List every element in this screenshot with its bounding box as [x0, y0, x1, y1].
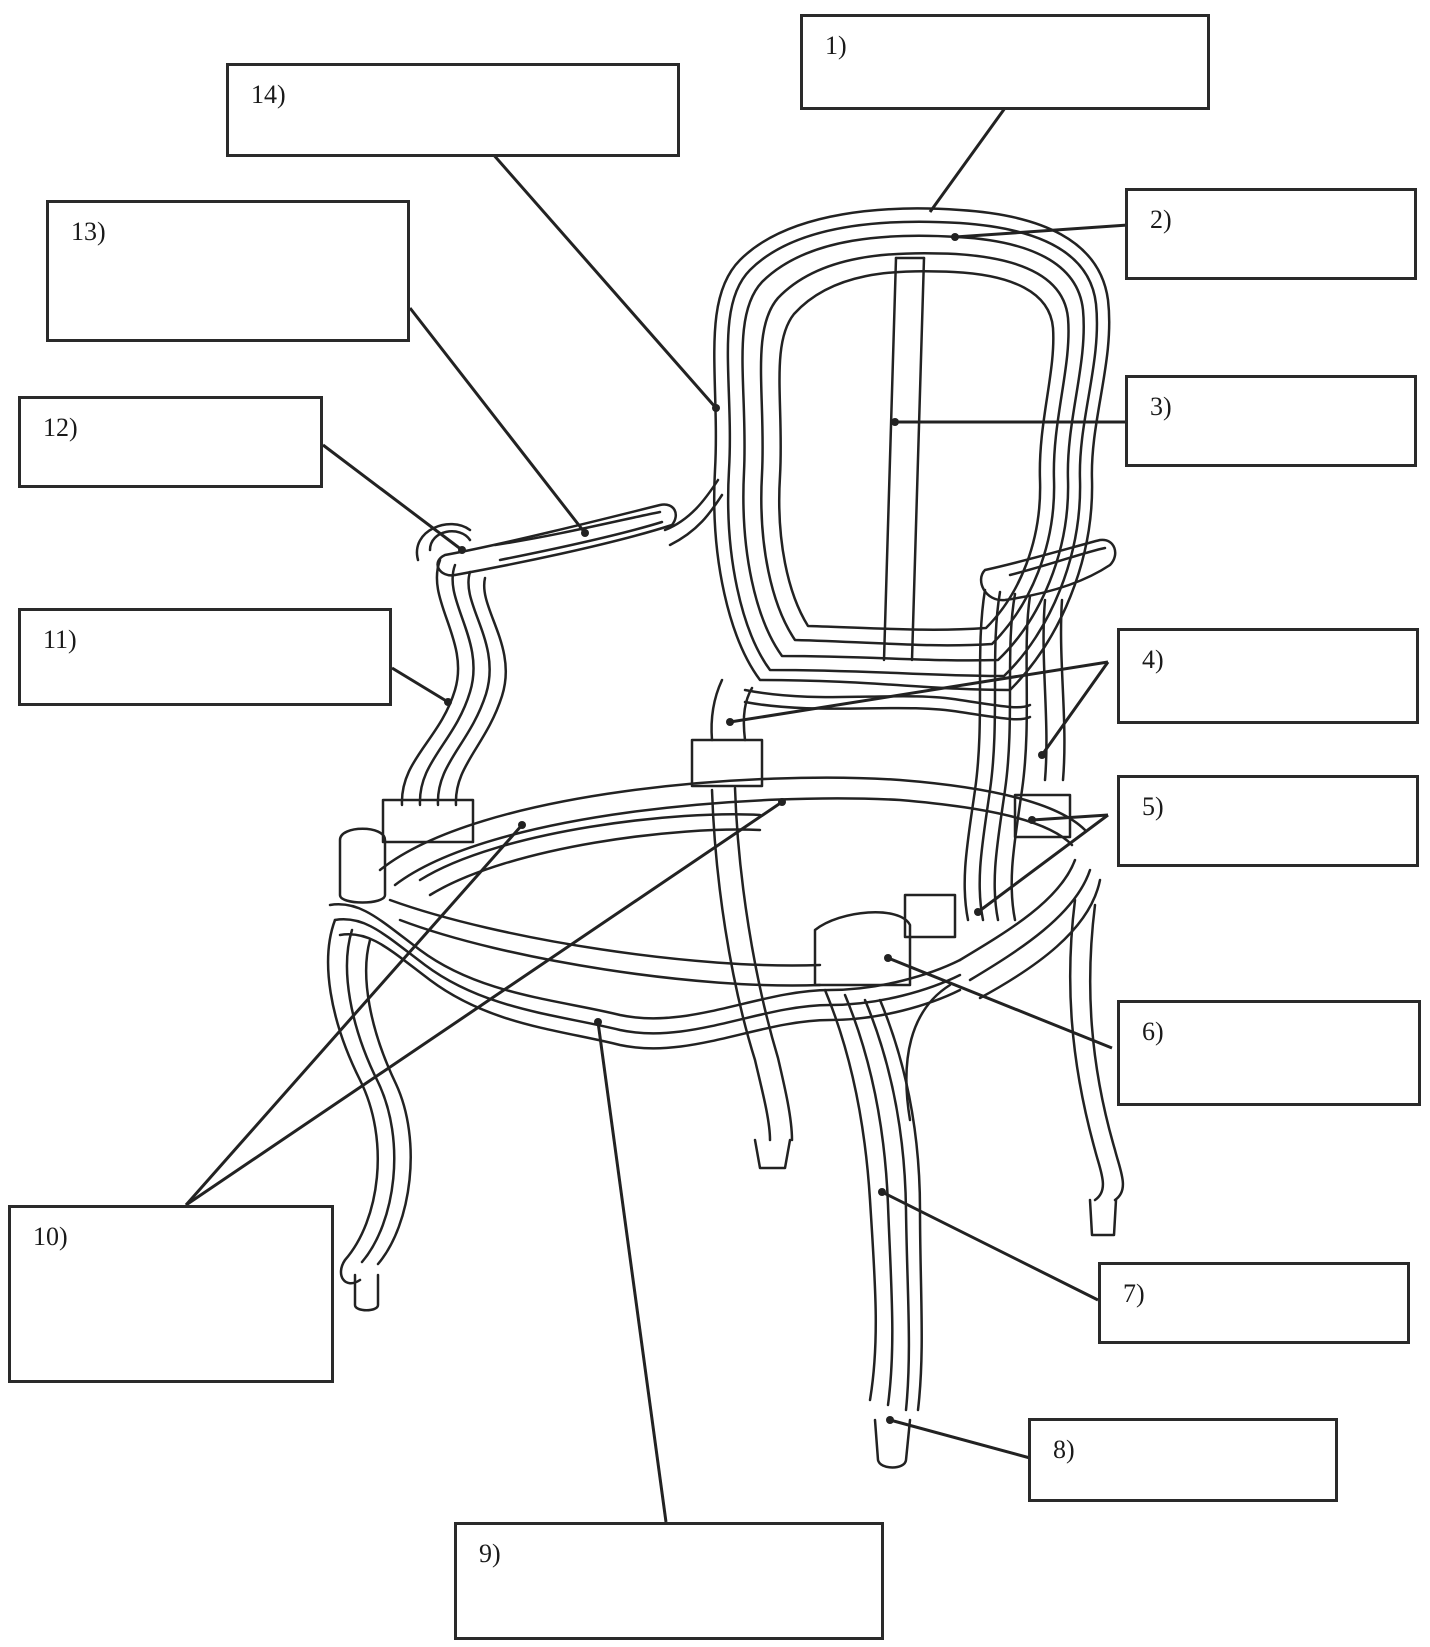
- leader-line-10a: [184, 824, 524, 1206]
- leader-line-8: [889, 1418, 1031, 1460]
- label-box-12[interactable]: 12): [18, 396, 323, 488]
- label-box-11[interactable]: 11): [18, 608, 392, 706]
- label-number-1: 1): [825, 31, 847, 60]
- label-number-10: 10): [33, 1222, 68, 1251]
- label-number-8: 8): [1053, 1435, 1075, 1464]
- leader-line-12: [322, 443, 463, 552]
- leader-dots: [444, 233, 1046, 1424]
- label-box-10[interactable]: 10): [8, 1205, 334, 1383]
- chair-legs: [326, 678, 1125, 1469]
- chair-back-frame: [713, 207, 1111, 721]
- label-number-13: 13): [71, 217, 106, 246]
- label-number-6: 6): [1142, 1017, 1164, 1046]
- label-number-7: 7): [1123, 1279, 1145, 1308]
- label-number-5: 5): [1142, 792, 1164, 821]
- label-box-7[interactable]: 7): [1098, 1262, 1410, 1344]
- leader-line-11: [391, 666, 449, 704]
- label-box-14[interactable]: 14): [226, 63, 680, 157]
- label-number-12: 12): [43, 413, 78, 442]
- leader-line-4b: [1040, 661, 1110, 756]
- leader-line-7: [881, 1190, 1099, 1302]
- leader-line-4a: [729, 660, 1109, 724]
- seat-frame: [378, 776, 1087, 987]
- corner-blocks: [338, 738, 1072, 987]
- front-seat-rail: [328, 858, 1102, 1050]
- label-box-13[interactable]: 13): [46, 200, 410, 342]
- armchair-frame-drawing: [326, 207, 1125, 1469]
- label-box-4[interactable]: 4): [1117, 628, 1419, 724]
- label-box-9[interactable]: 9): [454, 1522, 884, 1640]
- label-box-1[interactable]: 1): [800, 14, 1210, 110]
- leader-line-9: [596, 1021, 668, 1523]
- label-box-8[interactable]: 8): [1028, 1418, 1338, 1502]
- leader-line-5a: [1031, 813, 1109, 822]
- right-arm: [963, 538, 1117, 922]
- label-number-4: 4): [1142, 645, 1164, 674]
- label-box-5[interactable]: 5): [1117, 775, 1419, 867]
- leader-line-14: [490, 152, 718, 409]
- label-number-11: 11): [43, 625, 77, 654]
- label-box-2[interactable]: 2): [1125, 188, 1417, 280]
- label-box-6[interactable]: 6): [1117, 1000, 1421, 1106]
- leader-line-1: [928, 107, 1007, 213]
- leader-lines: [184, 107, 1129, 1523]
- label-number-3: 3): [1150, 392, 1172, 421]
- leader-line-5b: [977, 813, 1109, 914]
- leader-line-13: [408, 307, 587, 534]
- leader-line-6: [887, 956, 1113, 1050]
- left-arm: [400, 478, 724, 807]
- label-number-14: 14): [251, 80, 286, 109]
- label-box-3[interactable]: 3): [1125, 375, 1417, 467]
- label-number-9: 9): [479, 1539, 501, 1568]
- leader-line-2: [954, 223, 1129, 239]
- leader-line-10b: [185, 800, 783, 1207]
- label-number-2: 2): [1150, 205, 1172, 234]
